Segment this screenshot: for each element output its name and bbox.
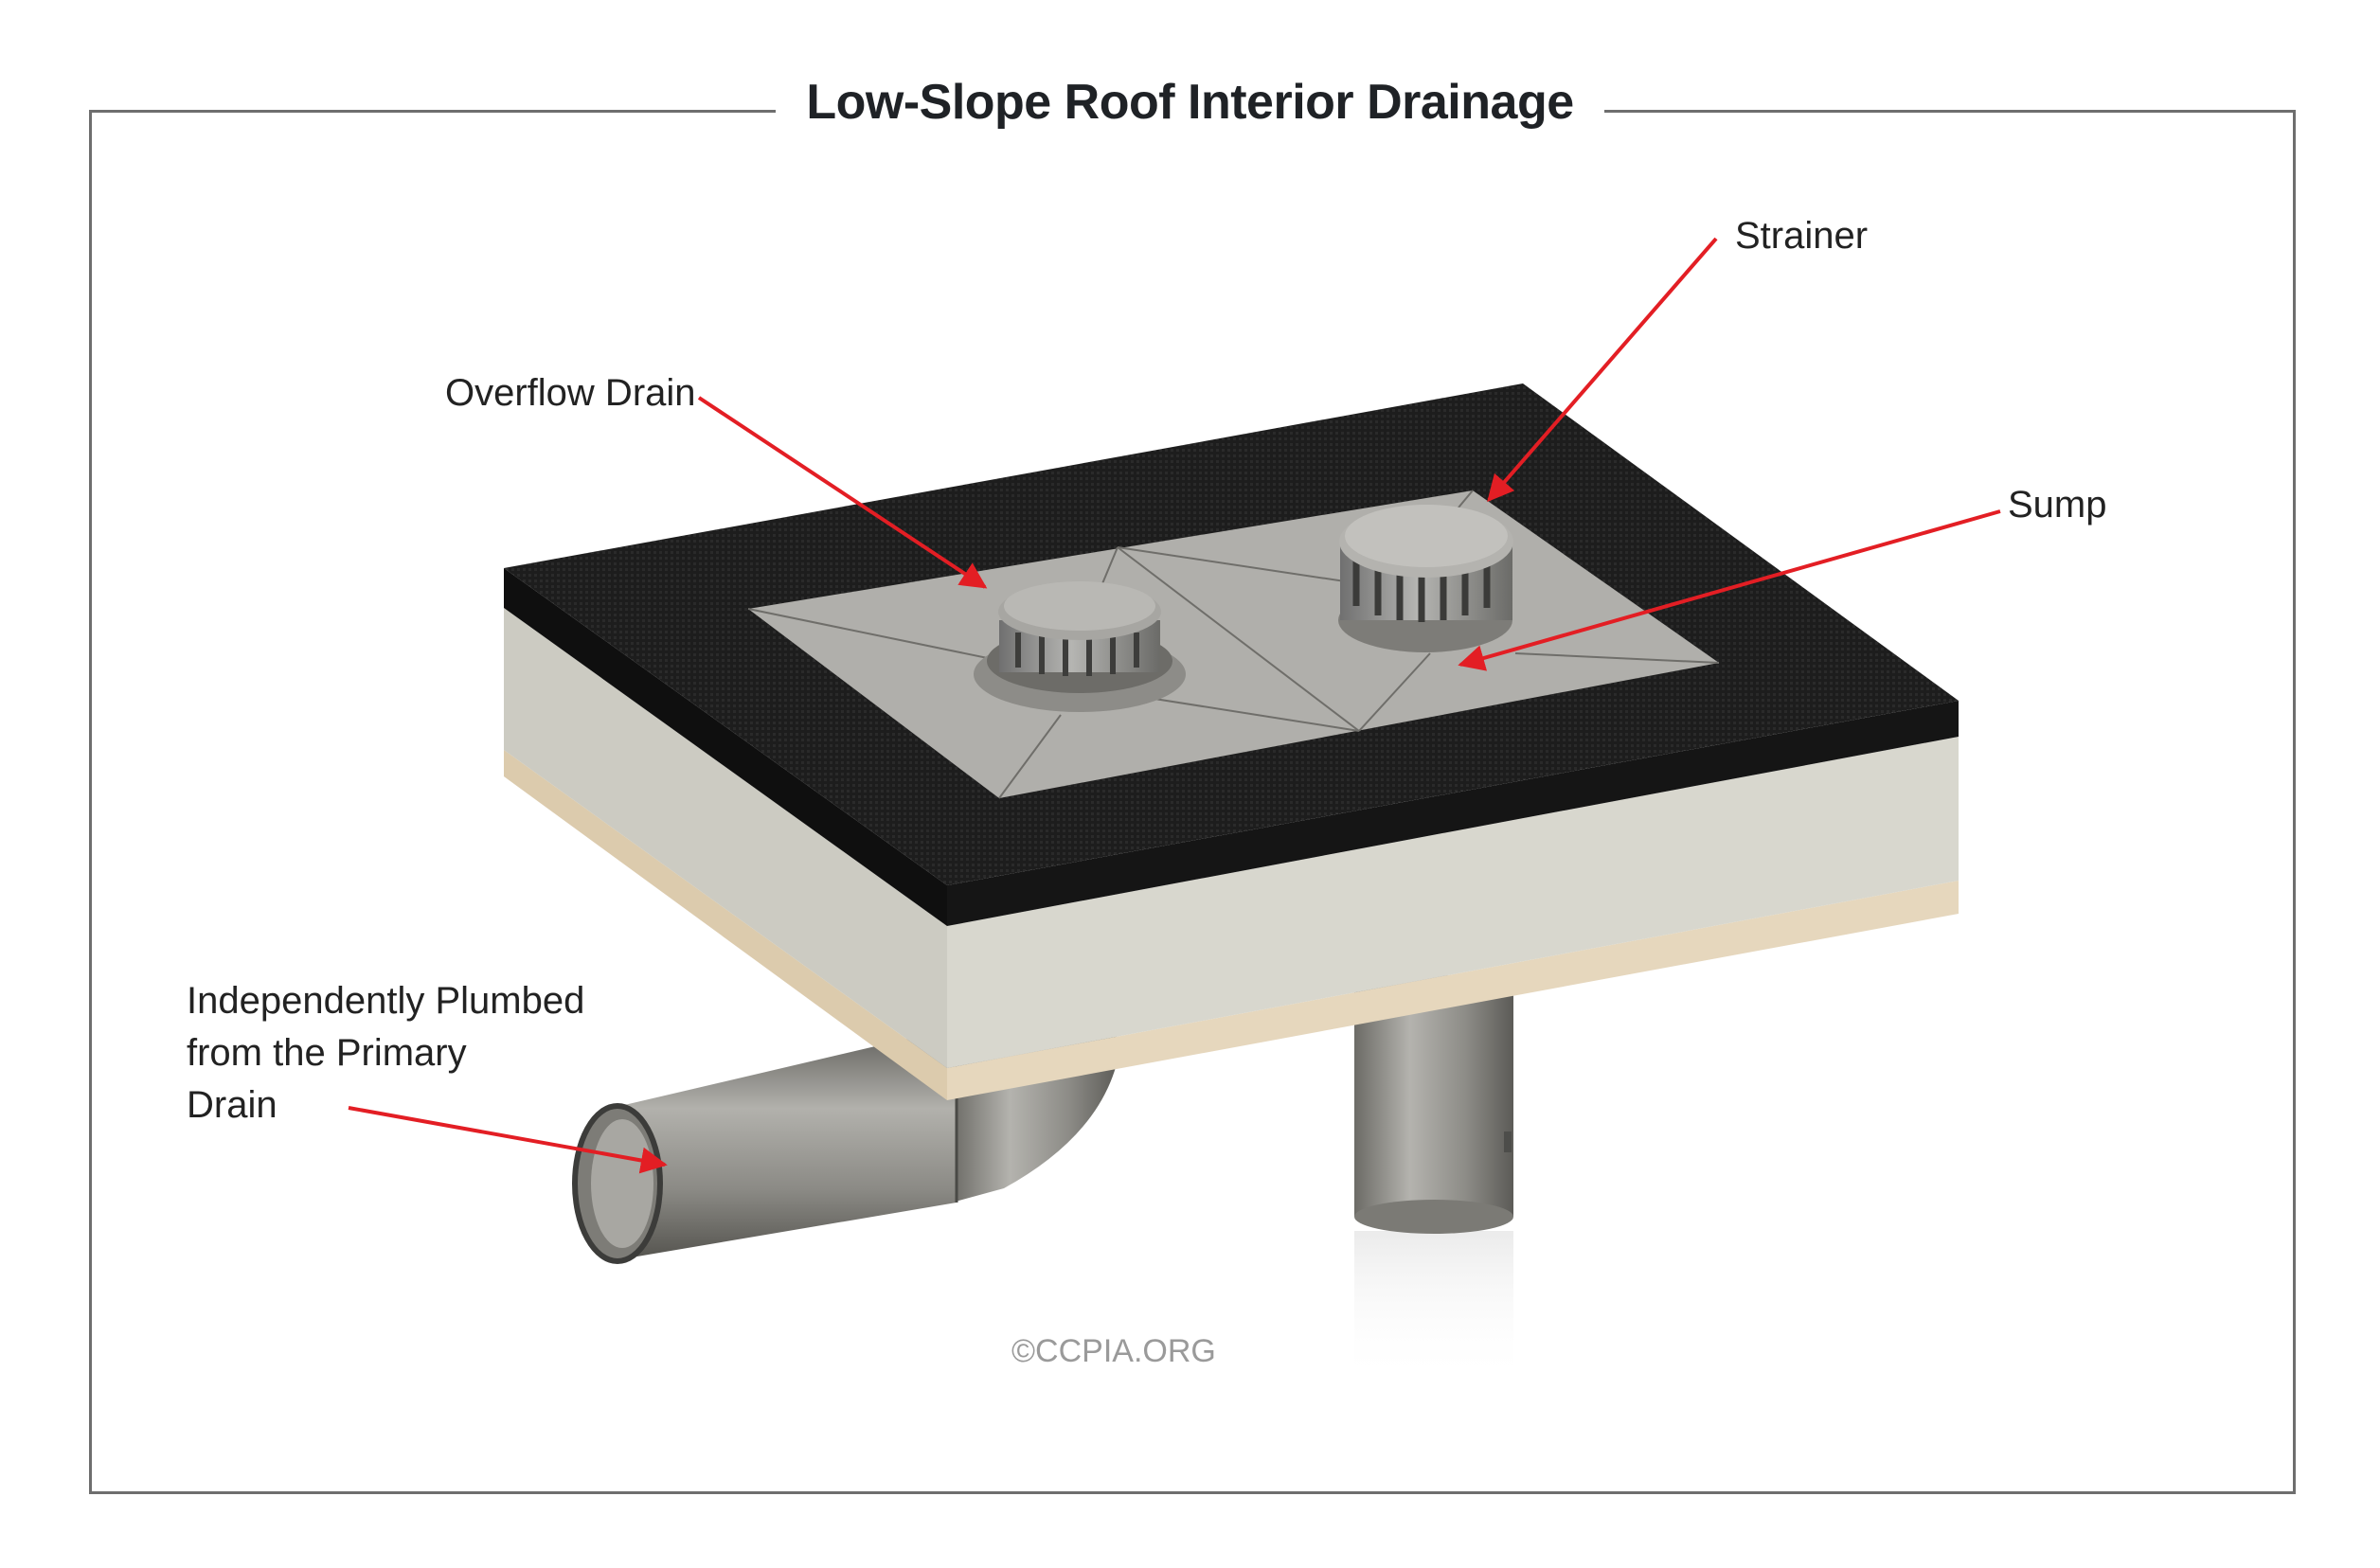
strainer — [1338, 505, 1513, 652]
label-strainer: Strainer — [1735, 215, 1869, 257]
diagram-title: Low-Slope Roof Interior Drainage — [0, 74, 2380, 131]
membrane-front-edge — [947, 701, 1959, 926]
label-sump: Sump — [2008, 484, 2107, 526]
arrow-strainer — [1487, 237, 1718, 503]
title-text: Low-Slope Roof Interior Drainage — [776, 75, 1604, 130]
arrow-independently-plumbed — [348, 1106, 668, 1174]
label-plumbed-line-1: Independently Plumbed — [187, 980, 585, 1022]
label-plumbed-line-2: from the Primary — [187, 1032, 467, 1074]
pipe-fade — [1354, 1231, 1513, 1382]
arrow-overflow-drain — [697, 396, 988, 589]
diagram-frame — [89, 110, 2296, 1494]
insulation-front — [947, 737, 1959, 1068]
label-independently-plumbed: Independently Plumbed from the Primary D… — [187, 975, 584, 1131]
membrane-side-edge — [504, 568, 947, 926]
leader-arrows — [348, 237, 2001, 1174]
insulation-side — [504, 608, 947, 1068]
label-plumbed-line-3: Drain — [187, 1084, 277, 1126]
label-overflow-drain: Overflow Drain — [445, 372, 696, 414]
overflow-drain — [974, 581, 1186, 712]
roof-deck-side — [504, 750, 947, 1100]
roof-deck-front — [947, 881, 1959, 1100]
copyright-credit: ©CCPIA.ORG — [1011, 1333, 1216, 1369]
arrow-sump — [1458, 509, 2001, 671]
